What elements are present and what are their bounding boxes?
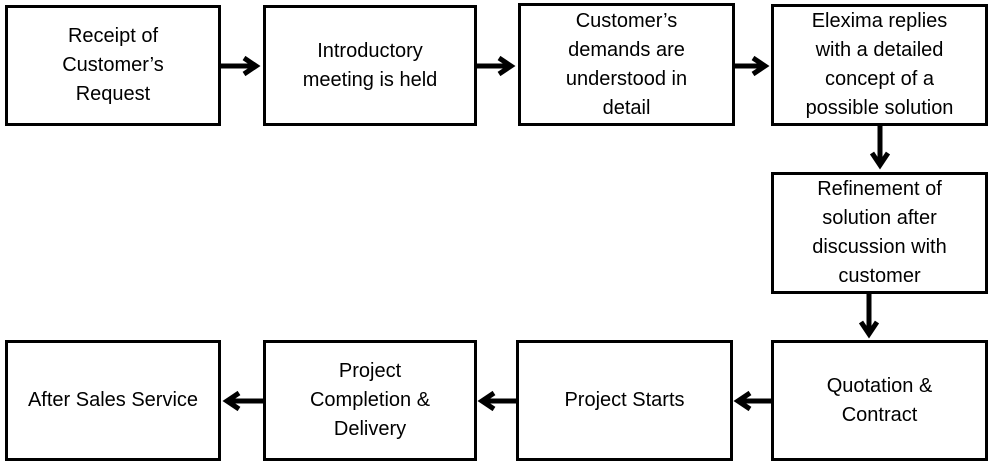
arrow-s1-s2-head [242, 55, 261, 77]
step-receipt-of-request: Receipt of Customer’s Request [5, 5, 221, 126]
arrow-s7-s8-head [477, 390, 496, 412]
arrow-s4-s5-head [869, 151, 891, 170]
step-label: Elexima replies with a detailed concept … [805, 10, 954, 119]
step-label: Introductory meeting is held [302, 39, 438, 91]
step-demands-understood: Customer’s demands are understood in det… [518, 3, 735, 126]
step-quotation-contract: Quotation & Contract [771, 340, 988, 461]
arrow-s6-s7-head [733, 390, 752, 412]
step-completion-delivery: Project Completion & Delivery [263, 340, 477, 461]
step-label: Customer’s demands are understood in det… [565, 9, 688, 119]
step-refinement: Refinement of solution after discussion … [771, 172, 988, 294]
step-label: After Sales Service [27, 389, 199, 411]
arrow-s5-s6-head [858, 320, 880, 339]
step-label: Quotation & Contract [826, 374, 933, 426]
arrow-s3-s4-head [751, 55, 770, 77]
step-project-starts: Project Starts [516, 340, 733, 461]
step-label: Project Completion & Delivery [309, 360, 431, 440]
arrow-s8-s9-head [222, 390, 241, 412]
step-label: Project Starts [564, 389, 685, 411]
step-after-sales-service: After Sales Service [5, 340, 221, 461]
arrow-s2-s3-head [497, 55, 516, 77]
step-introductory-meeting: Introductory meeting is held [263, 5, 477, 126]
step-concept-reply: Elexima replies with a detailed concept … [771, 4, 988, 126]
step-label: Refinement of solution after discussion … [812, 178, 947, 287]
step-label: Receipt of Customer’s Request [62, 25, 164, 105]
